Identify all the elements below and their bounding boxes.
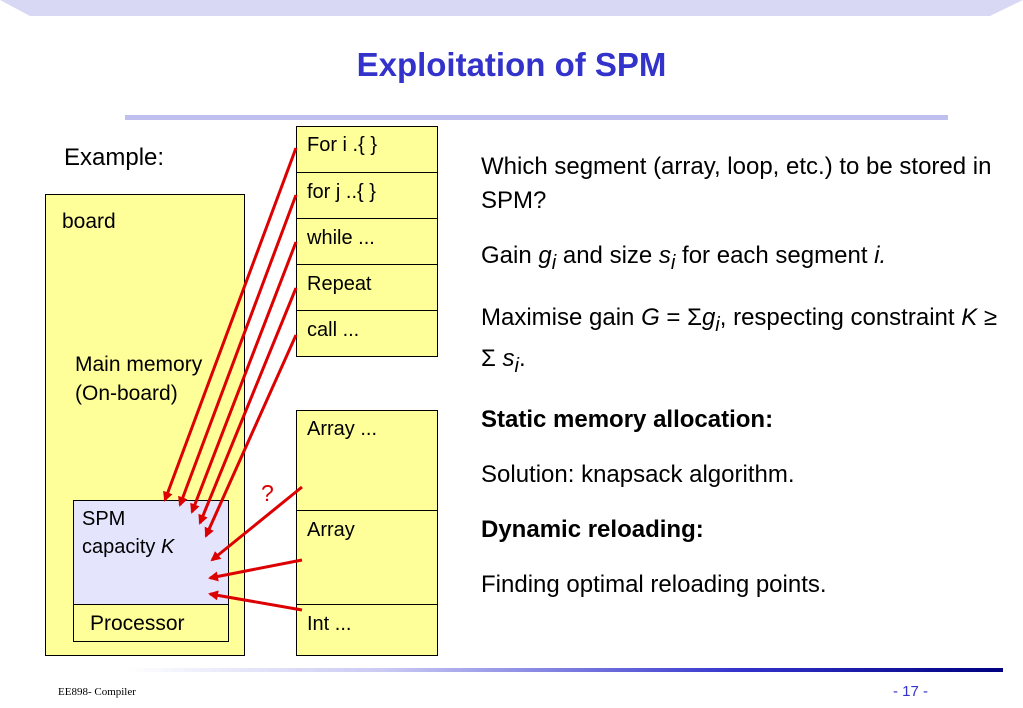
title-divider xyxy=(125,115,948,120)
main-memory-label: Main memory (On-board) xyxy=(75,350,202,408)
footer-divider xyxy=(125,668,1003,672)
footer-course: EE898- Compiler xyxy=(58,686,136,698)
arrow-line xyxy=(178,194,298,507)
question-mark: ? xyxy=(261,480,274,506)
code-segment: for j ..{ } xyxy=(297,172,437,219)
arrow-line xyxy=(204,334,298,538)
data-segment: Int ... xyxy=(297,604,437,657)
data-segment: Array ... xyxy=(307,418,378,440)
spm-line2: capacity K xyxy=(82,533,174,561)
spm-capacity-var: K xyxy=(160,536,175,558)
arrow-line xyxy=(210,485,303,562)
data-segments-column: Array ... Array Int ... xyxy=(296,410,438,656)
code-segment: For i .{ } xyxy=(307,134,378,156)
arrow-line xyxy=(163,147,298,502)
right-text-panel: Which segment (array, loop, etc.) to be … xyxy=(481,150,1016,623)
board-label: board xyxy=(62,210,116,233)
arrow-line xyxy=(208,558,303,582)
processor-label: Processor xyxy=(90,612,185,635)
spm-capacity-text: capacity xyxy=(82,536,161,558)
code-segment: call ... xyxy=(297,310,437,357)
spm-label: SPM capacity K xyxy=(82,505,174,561)
code-segment: Repeat xyxy=(297,264,437,311)
arrow-line xyxy=(190,241,298,514)
slide-title: Exploitation of SPM xyxy=(356,46,667,83)
main-memory-line2: (On-board) xyxy=(75,382,178,405)
solution-paragraph: Solution: knapsack algorithm. xyxy=(481,461,795,489)
gain-paragraph: Gain gi and size si for each segment i. xyxy=(481,242,887,274)
arrow-line xyxy=(198,287,298,525)
spm-line1: SPM xyxy=(82,508,126,530)
maximise-paragraph: Maximise gain G = Σgi, respecting constr… xyxy=(481,303,998,377)
static-allocation-heading: Static memory allocation: xyxy=(481,406,774,434)
page-number: - 17 - xyxy=(893,683,929,700)
main-memory-line1: Main memory xyxy=(75,353,203,376)
processor-box xyxy=(73,604,229,642)
dynamic-reloading-heading: Dynamic reloading: xyxy=(481,516,704,544)
code-segments-column: For i .{ } for j ..{ } while ... Repeat … xyxy=(296,126,438,357)
arrow-line xyxy=(208,590,303,612)
finding-paragraph: Finding optimal reloading points. xyxy=(481,571,827,599)
code-segment: while ... xyxy=(297,218,437,265)
top-decorative-band xyxy=(0,0,1023,16)
data-segment: Array xyxy=(297,510,437,605)
question-paragraph: Which segment (array, loop, etc.) to be … xyxy=(481,153,992,214)
example-label: Example: xyxy=(64,144,165,171)
